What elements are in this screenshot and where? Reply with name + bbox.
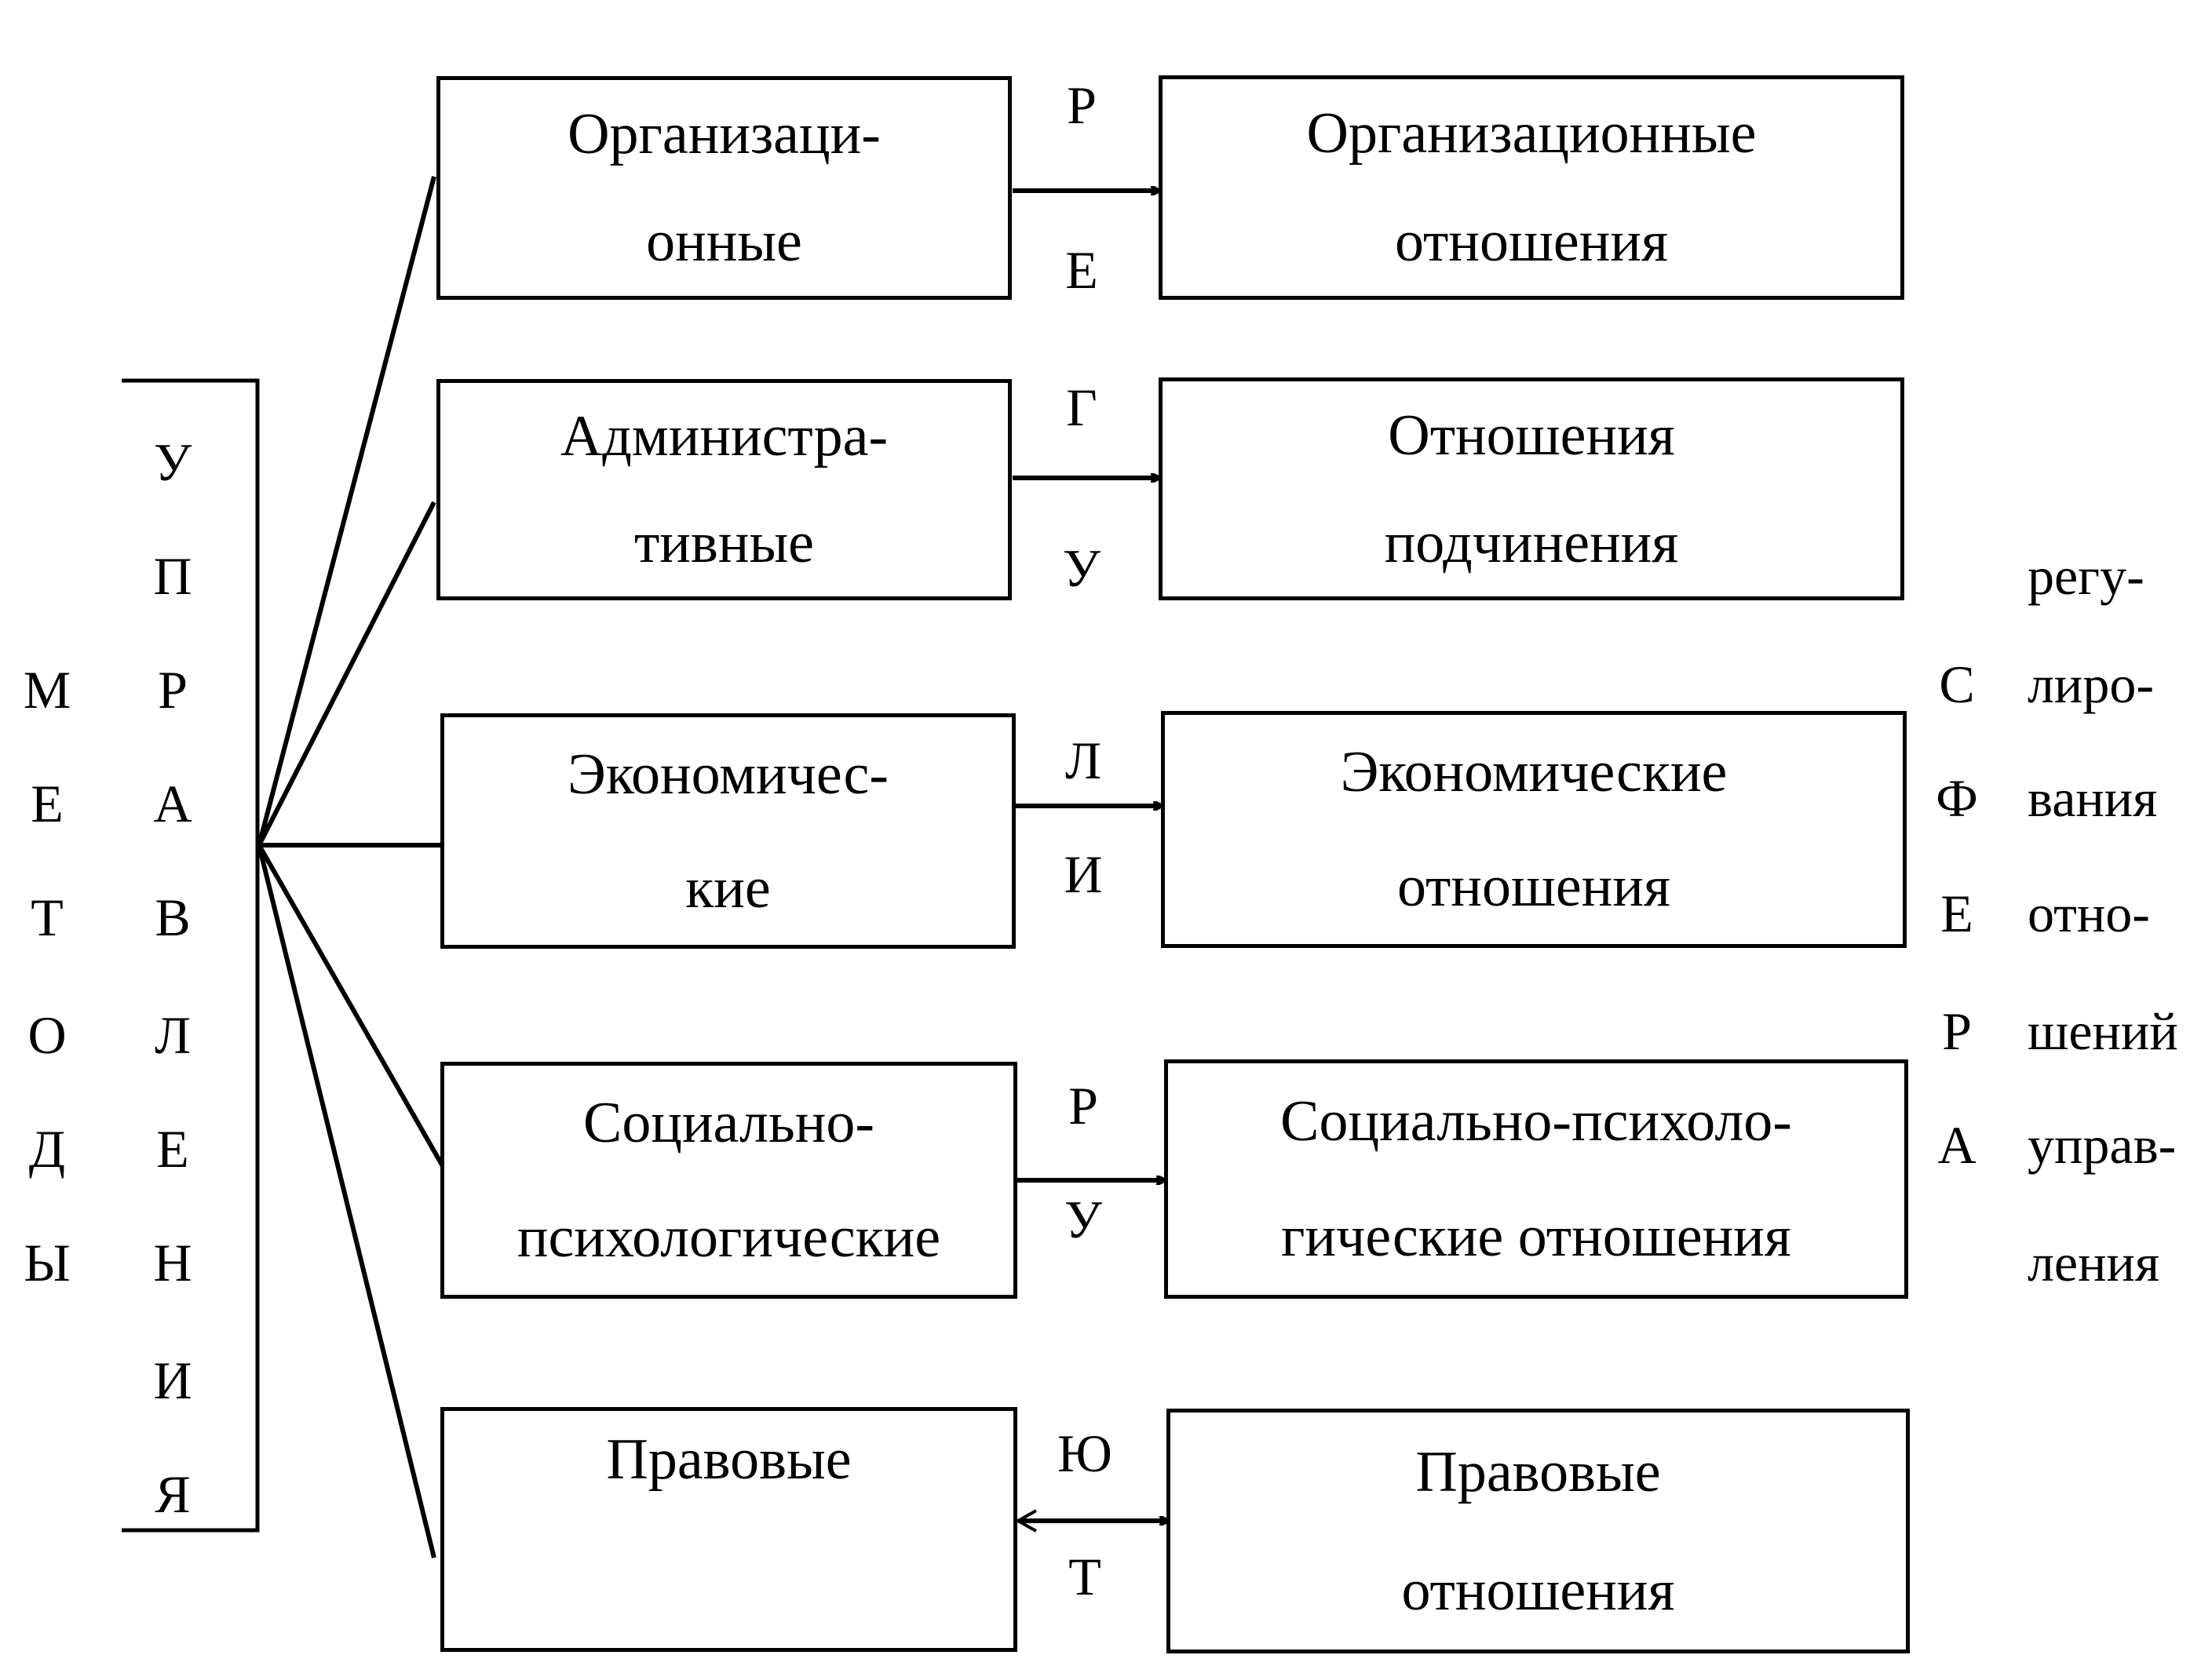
relation-text-line1: Отношения (1388, 403, 1675, 468)
sfera-letter: Е (1940, 884, 1973, 943)
relation-box-subordination: Отношения подчинения (1159, 377, 1904, 600)
inner-letter: Л (154, 1005, 192, 1065)
method-text-line2: тивные (633, 511, 815, 575)
inner-letter: Я (155, 1464, 191, 1524)
inner-letter: Н (153, 1233, 192, 1292)
method-text-line1: Администра- (560, 404, 889, 468)
relation-text-line2: отношения (1394, 210, 1669, 274)
method-text-line2: онные (646, 210, 802, 275)
method-box-legal: Правовые (440, 1407, 1017, 1652)
relation-text-line2: отношения (1401, 1558, 1675, 1623)
left-letter: Д (28, 1119, 66, 1179)
inner-letter: У (153, 432, 192, 492)
method-box-sociopsychological: Социально- психологические (440, 1062, 1017, 1299)
left-letter: Т (31, 888, 64, 947)
bracket (122, 378, 260, 1533)
left-letter: Е (31, 774, 64, 833)
relation-text-line1: Правовые (1415, 1439, 1661, 1504)
method-text-line1: Социально- (583, 1091, 874, 1155)
relation-box-organizational: Организационные отношения (1159, 75, 1904, 300)
relation-text-line1: Социально-психоло- (1280, 1088, 1792, 1154)
relation-box-legal: Правовые отношения (1166, 1409, 1910, 1653)
connector-letter: Р (1068, 1076, 1098, 1136)
regulation-text-line: управ- (2028, 1115, 2177, 1175)
method-text-line1: Организаци- (568, 101, 881, 166)
method-box-organizational: Организаци- онные (436, 76, 1012, 300)
left-letter: О (27, 1005, 67, 1065)
connector-letter: Ю (1057, 1424, 1112, 1483)
regulation-text-line: регу- (2028, 546, 2144, 606)
inner-letter: Р (158, 660, 188, 720)
connector-letter: Л (1064, 731, 1102, 790)
relation-text-line1: Организационные (1306, 101, 1757, 166)
connector-letter: И (1064, 844, 1103, 904)
regulation-text-line: лиро- (2028, 654, 2154, 714)
sfera-letter: С (1939, 654, 1975, 714)
sfera-letter: Р (1942, 1001, 1972, 1061)
method-text-line1: Правовые (606, 1427, 852, 1492)
connector-letter: Р (1067, 75, 1097, 135)
relation-text-line1: Экономические (1340, 740, 1728, 804)
method-text-line2: кие (685, 855, 771, 920)
inner-letter: П (153, 546, 192, 606)
left-letter: М (23, 660, 71, 720)
regulation-text-line: вания (2028, 768, 2158, 828)
fan-line-2 (257, 501, 436, 847)
relation-box-sociopsychological: Социально-психоло- гические отношения (1164, 1059, 1908, 1299)
connector-letter: Е (1065, 240, 1098, 300)
relation-text-line2: отношения (1396, 855, 1671, 919)
relation-text-line2: подчинения (1384, 510, 1679, 575)
connector-letter: У (1064, 1190, 1103, 1249)
fan-line-4 (257, 844, 451, 1179)
inner-letter: Е (156, 1119, 189, 1179)
sfera-letter: Ф (1936, 768, 1978, 828)
relation-box-economic: Экономические отношения (1161, 711, 1907, 948)
inner-letter: В (155, 888, 191, 947)
method-box-economic: Экономичес- кие (440, 713, 1016, 949)
inner-letter: И (153, 1351, 192, 1410)
inner-letter: А (153, 774, 192, 833)
connector-letter: У (1062, 538, 1101, 598)
regulation-text-line: шений (2028, 1001, 2178, 1061)
connector-letter: Г (1066, 377, 1097, 437)
relation-text-line2: гические отношения (1281, 1205, 1791, 1270)
regulation-text-line: отно- (2028, 884, 2150, 943)
fan-line-1 (257, 176, 436, 846)
left-letter: Ы (24, 1233, 71, 1292)
arrow-5-back-hook (1014, 1509, 1037, 1533)
fan-line-5 (257, 844, 436, 1558)
regulation-text-line: ления (2028, 1233, 2160, 1292)
method-text-line2: психологические (516, 1205, 941, 1270)
connector-letter: Т (1068, 1547, 1101, 1606)
method-text-line1: Экономичес- (567, 742, 889, 807)
sfera-letter: А (1937, 1115, 1977, 1175)
method-box-administrative: Администра- тивные (436, 379, 1012, 600)
